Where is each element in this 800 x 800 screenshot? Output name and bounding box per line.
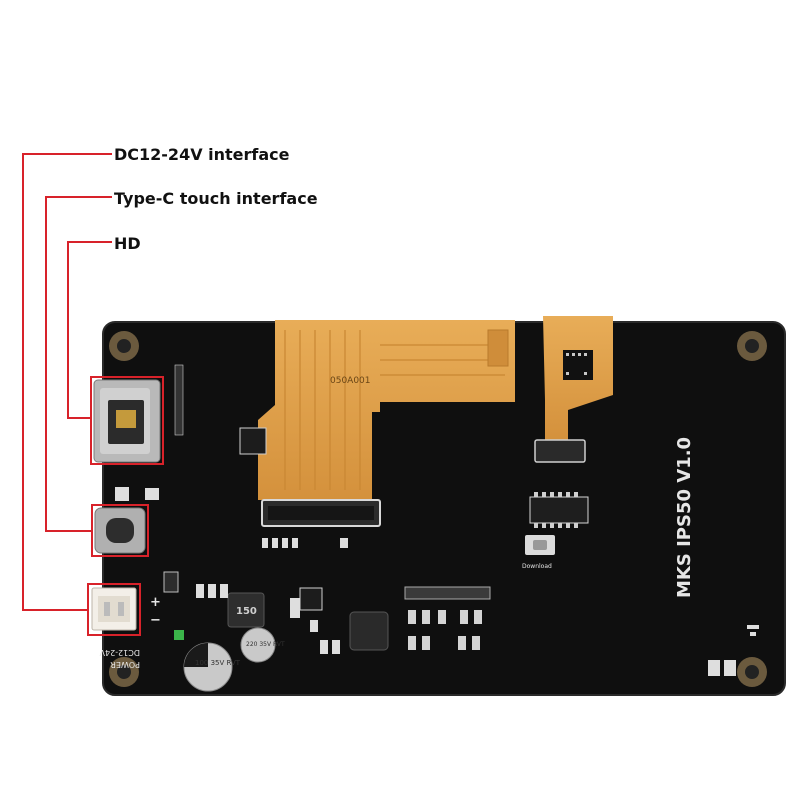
dc-silkscreen: DC12-24V [99, 648, 140, 657]
hd-interface-label: HD [114, 234, 141, 253]
inductor [349, 611, 389, 651]
dc-interface-label: DC12-24V interface [114, 145, 290, 164]
callout-lines [22, 153, 112, 611]
pin-header [174, 364, 184, 436]
power-silkscreen: POWER [110, 660, 140, 669]
inductor-label: 150 [236, 606, 257, 617]
download-silkscreen: Download [522, 563, 552, 570]
plus-mark: + [150, 595, 161, 610]
usb-c-port [94, 507, 146, 554]
touch-flex-cable [543, 316, 613, 440]
resistor-array [404, 586, 491, 650]
mounting-hole-icon [109, 331, 139, 361]
hdmi-highlight-box [90, 376, 164, 465]
main-flex-cable [258, 320, 515, 500]
fpc-code: 050A001 [330, 376, 371, 386]
hdmi-port [93, 379, 161, 463]
minus-mark: − [150, 613, 161, 628]
mounting-hole-icon [109, 657, 139, 687]
mounting-hole-icon [737, 657, 767, 687]
passive-components [115, 487, 759, 676]
capacitor-label: 100 35V RVT [195, 659, 241, 667]
ic-chip [299, 587, 323, 611]
capacitor [240, 627, 276, 663]
capacitor-label: 220 35V RVT [246, 641, 285, 648]
typec-interface-label: Type-C touch interface [114, 189, 318, 208]
touch-connector [534, 439, 586, 463]
ic-chip [529, 492, 589, 528]
dc-power-connector [91, 587, 137, 631]
ic-chip [239, 427, 267, 455]
model-silkscreen: MKS IPS50 V1.0 [674, 437, 695, 598]
download-button [525, 535, 555, 555]
inductor [227, 592, 265, 628]
mounting-hole-icon [737, 331, 767, 361]
capacitor [183, 642, 233, 692]
